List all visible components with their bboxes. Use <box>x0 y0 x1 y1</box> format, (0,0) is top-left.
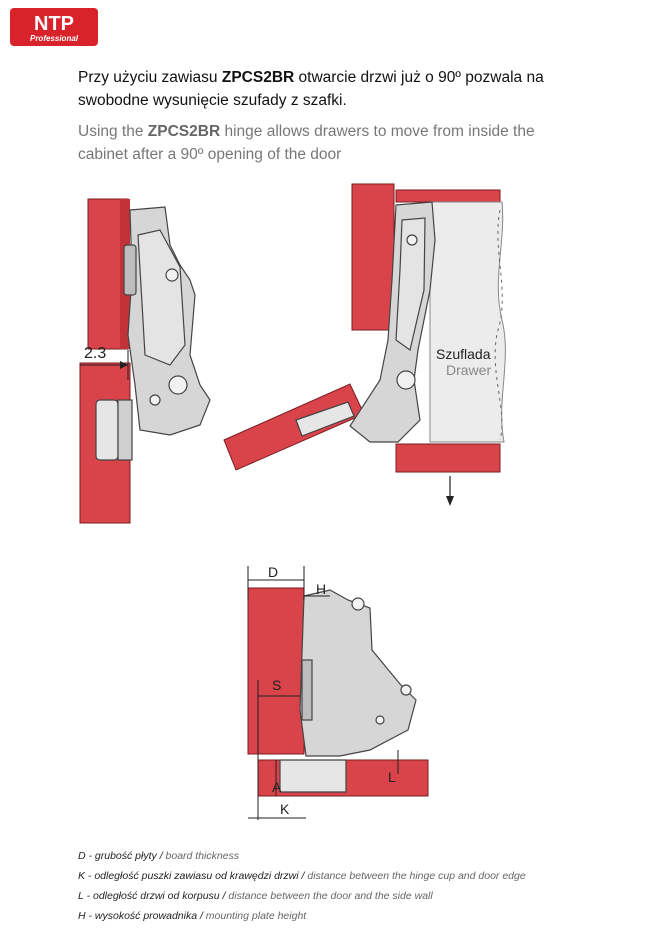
intro-pl-before: Przy użyciu zawiasu <box>78 69 222 86</box>
label-a: A <box>272 779 282 795</box>
label-k: K <box>280 801 290 817</box>
hinge-arm <box>279 589 417 793</box>
slide-arrow-head <box>446 496 454 506</box>
legend-item-h: H - wysokość prowadnika / mounting plate… <box>78 906 638 926</box>
legend-k-en: distance between the hinge cup and door … <box>307 870 526 882</box>
figure-drawer-open: Szuflada Drawer <box>223 183 506 506</box>
intro-polish: Przy użyciu zawiasu ZPCS2BR otwarcie drz… <box>78 66 578 112</box>
legend-item-l: L - odległość drzwi od korpusu / distanc… <box>78 886 638 906</box>
legend-item-d: D - grubość płyty / board thickness <box>78 846 638 866</box>
logo-tagline: Professional <box>30 34 79 43</box>
dimension-legend: D - grubość płyty / board thickness K - … <box>78 846 638 926</box>
ntp-logo: NTP Professional <box>10 8 98 46</box>
hinge-arm <box>295 201 436 443</box>
label-h: H <box>316 581 326 597</box>
legend-l-pl: L - odległość drzwi od korpusu / <box>78 890 229 902</box>
cabinet-bottom-board <box>395 443 501 473</box>
clearance-value: 2.3 <box>84 345 106 362</box>
legend-h-en: mounting plate height <box>205 910 307 922</box>
label-s: S <box>272 677 281 693</box>
drawer-label-pl: Szuflada <box>436 346 491 362</box>
legend-d-en: board thickness <box>165 850 240 862</box>
legend-l-en: distance between the door and the side w… <box>228 890 433 902</box>
intro-english: Using the ZPCS2BR hinge allows drawers t… <box>78 120 578 166</box>
legend-item-k: K - odległość puszki zawiasu od krawędzi… <box>78 866 638 886</box>
label-d: D <box>268 564 278 580</box>
intro-en-model: ZPCS2BR <box>147 123 221 140</box>
drawer-outline-dashed <box>494 209 503 441</box>
cabinet-side-board <box>351 183 395 331</box>
figure-hinge-side-view: 2.3 <box>79 198 211 524</box>
cabinet-side-board <box>247 587 305 755</box>
intro-pl-model: ZPCS2BR <box>221 69 295 86</box>
intro-en-after: hinge allows drawers to move from inside… <box>78 123 535 163</box>
drawer-label-en: Drawer <box>446 362 491 378</box>
drawer-panel <box>429 201 506 443</box>
door-board-open <box>223 383 365 471</box>
clearance-arrow <box>120 361 128 369</box>
legend-d-pl: D - grubość płyty / <box>78 850 166 862</box>
legend-k-pl: K - odległość puszki zawiasu od krawędzi… <box>78 870 308 882</box>
label-l: L <box>388 769 396 785</box>
hinge-arm <box>95 206 211 461</box>
legend-h-pl: H - wysokość prowadnika / <box>78 910 206 922</box>
figure-dimension-diagram: D H S L A K <box>247 564 429 820</box>
logo-name: NTP <box>34 13 74 35</box>
intro-pl-after: otwarcie drzwi już o 90º pozwala na swob… <box>78 69 544 109</box>
cabinet-top-strip <box>395 189 501 203</box>
intro-en-before: Using the <box>78 123 148 140</box>
